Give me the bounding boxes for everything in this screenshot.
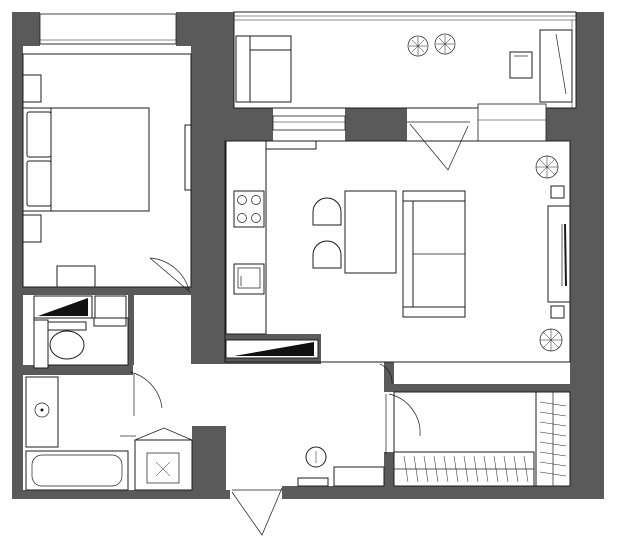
toilet-tank: [47, 321, 87, 331]
kitchen-sink: [233, 263, 265, 295]
wardrobe: [393, 391, 571, 487]
living-plants: [535, 155, 565, 352]
walls: [12, 12, 604, 499]
balcony-plants: [407, 33, 456, 57]
bathroom-sink: [25, 376, 59, 448]
bar-stools: [312, 197, 342, 269]
dining-table: [344, 190, 397, 274]
washing-machine: [134, 439, 193, 491]
bedroom: [22, 13, 192, 293]
tv-stand: [547, 205, 571, 303]
sofa: [402, 190, 466, 318]
kitchen-counter: [225, 140, 267, 335]
utility-cabinet: [225, 339, 319, 359]
hallway: [134, 363, 421, 536]
bathtub: [25, 450, 129, 491]
balcony-chair: [509, 51, 533, 79]
toilet: [49, 330, 85, 360]
stove: [233, 190, 265, 228]
bathroom: [25, 295, 163, 491]
balcony: [225, 11, 577, 171]
desk: [56, 265, 96, 288]
kitchen-living: [224, 140, 571, 363]
bed: [22, 74, 150, 243]
